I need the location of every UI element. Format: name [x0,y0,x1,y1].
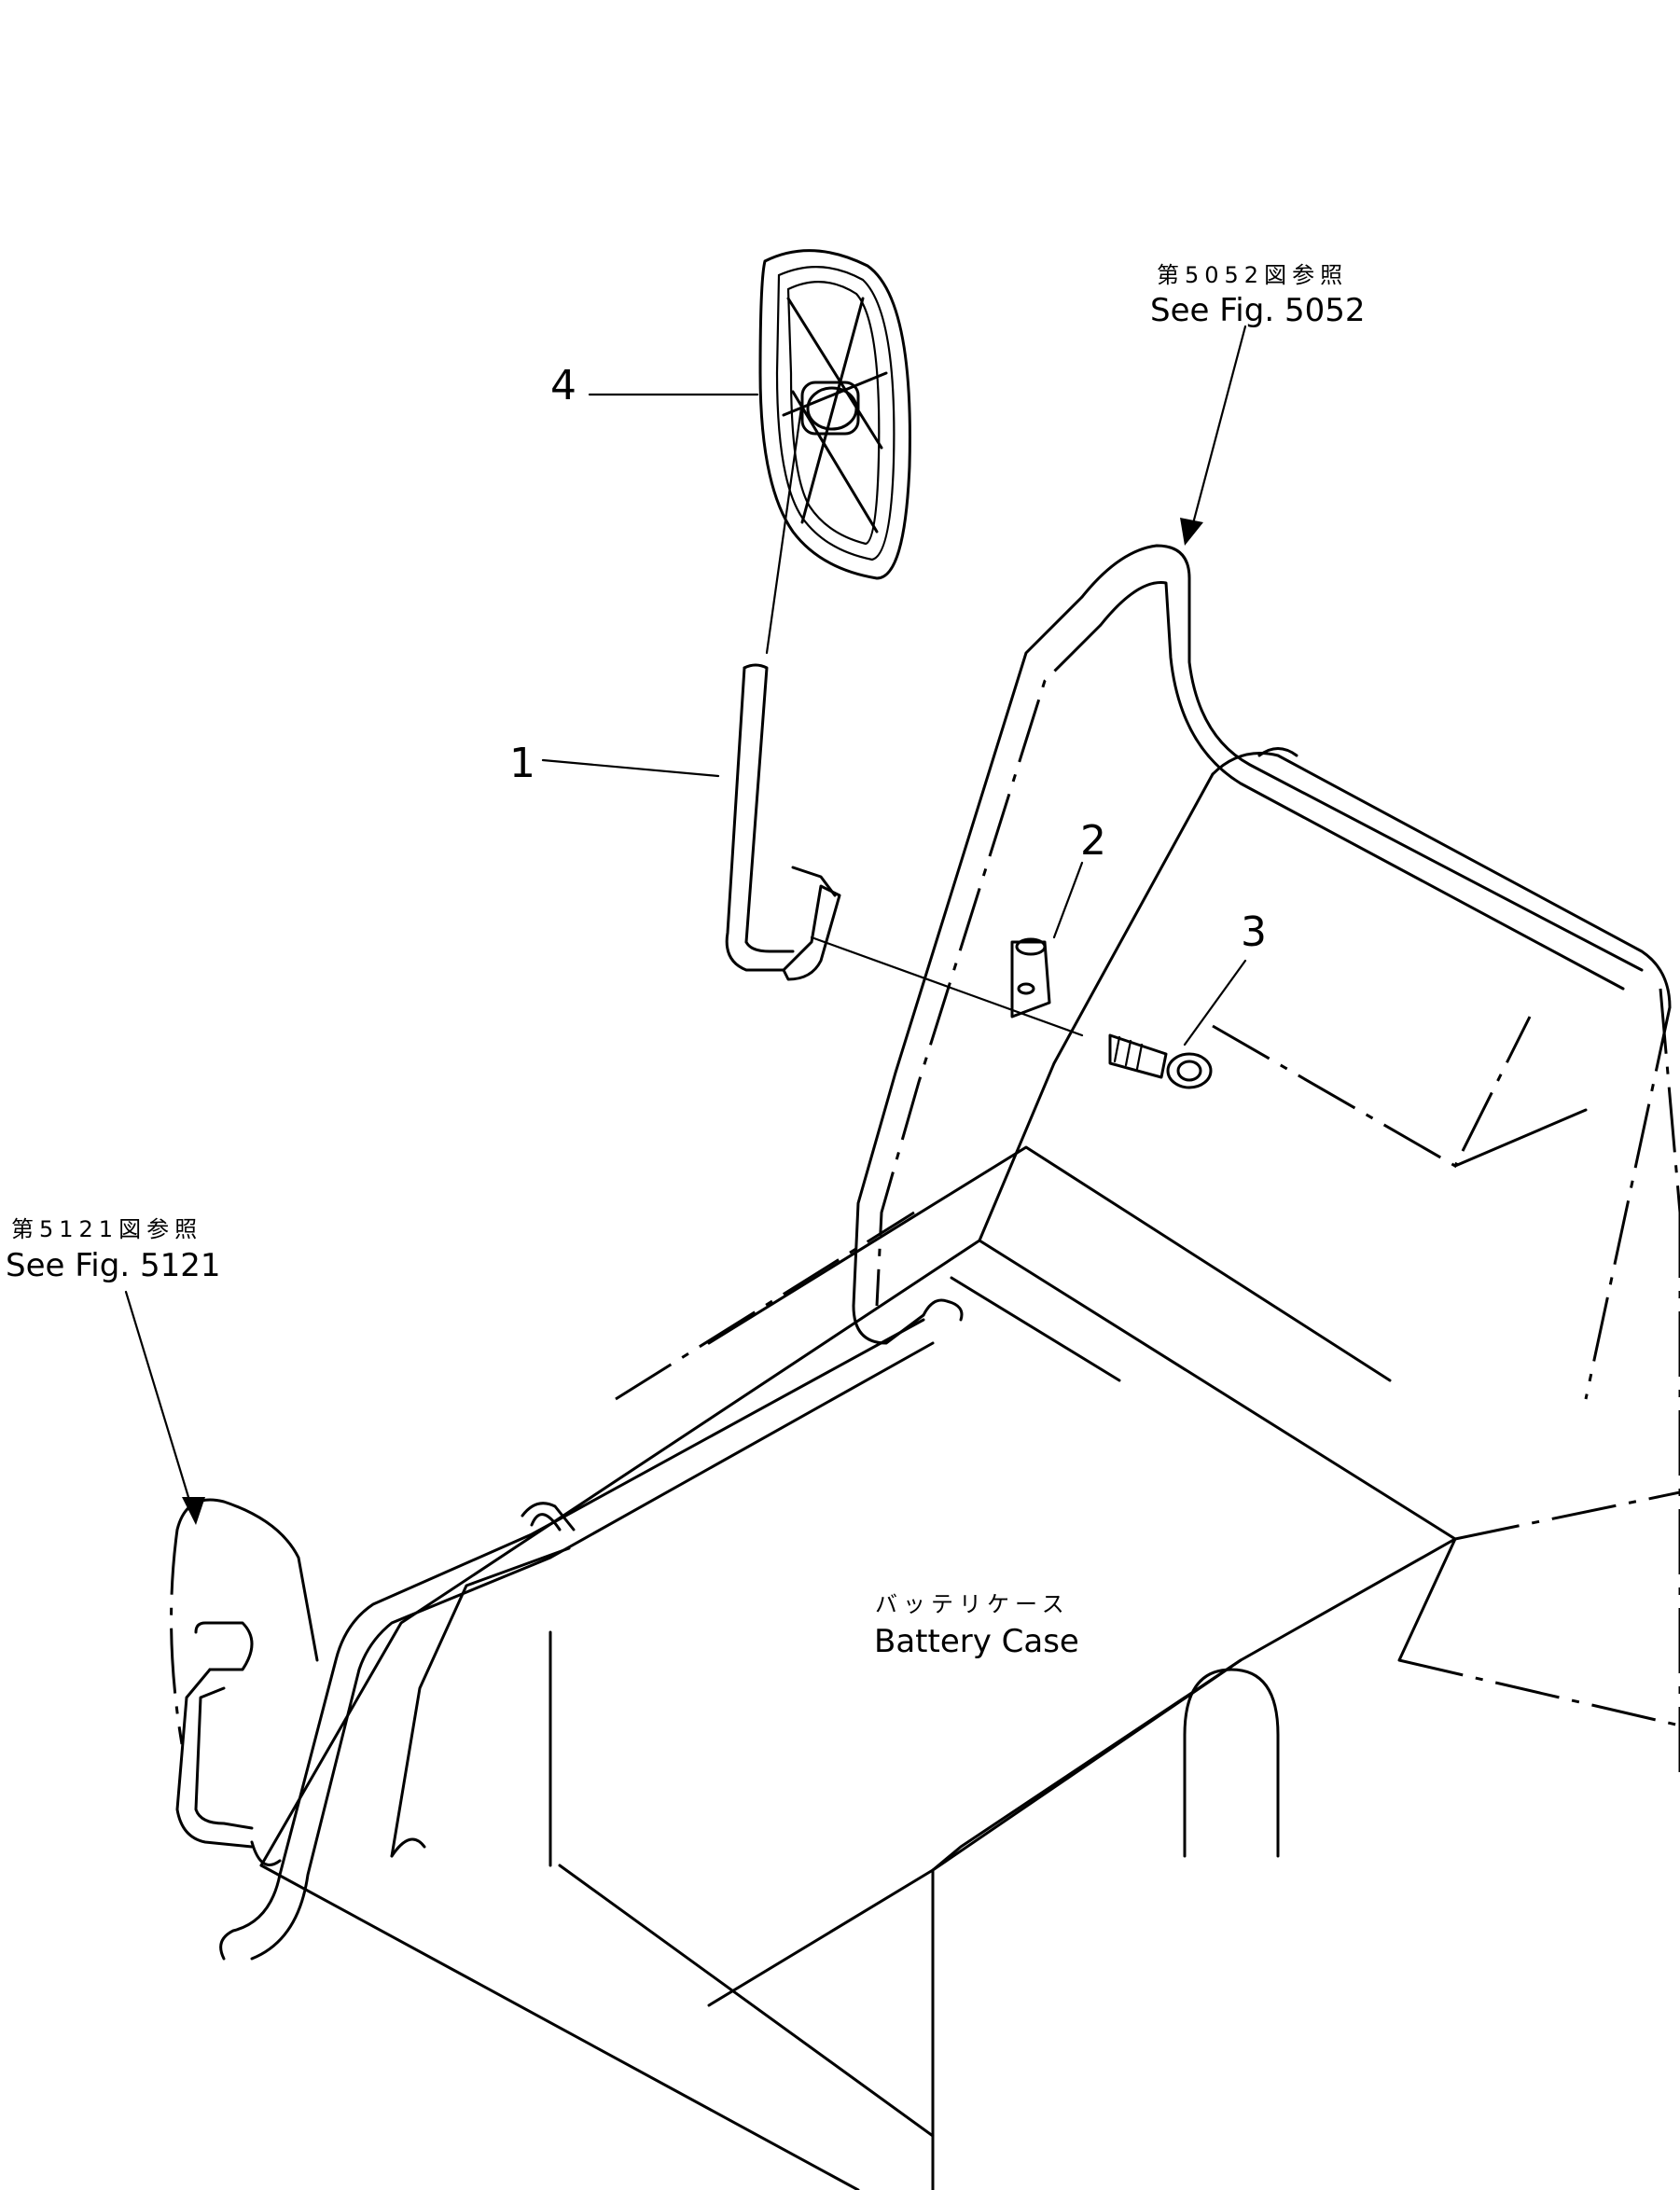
rear-mirror [758,249,911,580]
callout-1: 1 [509,740,535,787]
ref-5052-jp: 第5052図参照 [1157,262,1349,288]
ref-5121-en: See Fig. 5121 [6,1247,221,1284]
mirror-center-line [765,399,804,655]
callout-2: 2 [1080,817,1106,865]
left-mirror [170,1498,319,1866]
ref-5121-jp: 第5121図参照 [11,1216,203,1242]
center-line [810,936,1084,1037]
left-rail [219,1318,935,1961]
battery-case-en: Battery Case [874,1623,1079,1660]
callout-4: 4 [550,362,576,409]
battery-case-body [259,988,1680,2190]
battery-case-jp: バッテリケース [875,1591,1070,1617]
callout-3: 3 [1241,908,1267,956]
mirror-stay [725,663,841,981]
bolt-assembly [1010,937,1213,1089]
leader-lines [124,325,1247,1525]
ref-5052-en: See Fig. 5052 [1150,292,1366,329]
seat-back-frame [852,544,1672,1400]
